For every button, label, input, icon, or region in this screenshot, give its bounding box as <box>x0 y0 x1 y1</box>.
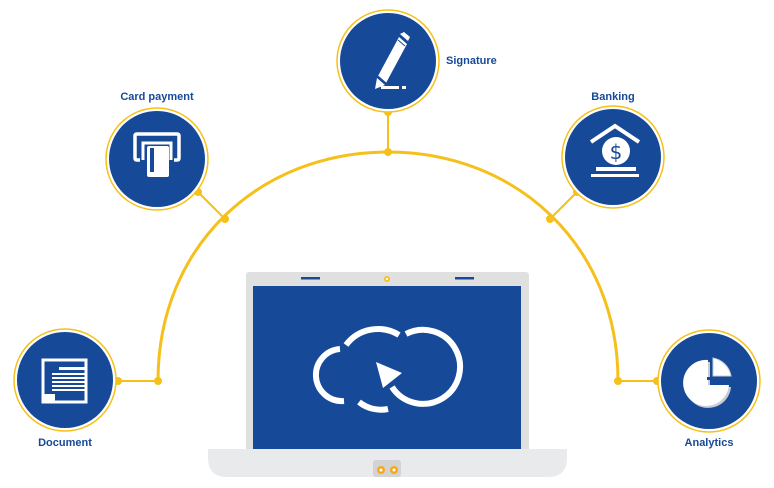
cloud-sync-icon <box>313 326 464 413</box>
connector-card-payment <box>197 191 226 220</box>
connector-dot <box>546 215 554 223</box>
connector-dot <box>614 377 622 385</box>
node-card-payment[interactable]: Card payment <box>105 91 209 211</box>
speaker-left <box>301 277 320 280</box>
node-banking[interactable]: $ Banking <box>561 91 665 209</box>
port-light <box>392 468 396 472</box>
connector-dot <box>154 377 162 385</box>
node-label: Card payment <box>120 91 194 103</box>
webcam-lens <box>385 277 389 281</box>
node-label: Signature <box>446 55 497 67</box>
bank-dollar-icon: $ <box>589 123 641 177</box>
svg-text:$: $ <box>610 140 623 164</box>
node-label: Analytics <box>685 437 734 449</box>
pencil-icon <box>375 32 410 89</box>
node-label: Banking <box>591 91 634 103</box>
connector-banking <box>549 191 578 220</box>
port-light <box>379 468 383 472</box>
sync-arrow-head <box>376 362 402 388</box>
node-document[interactable]: Document <box>13 328 117 449</box>
laptop <box>208 272 567 477</box>
speaker-right <box>455 277 474 280</box>
connector-dot <box>221 215 229 223</box>
document-icon <box>41 358 88 404</box>
pie-chart-icon <box>683 357 732 408</box>
connector-dot <box>384 148 392 156</box>
node-label: Document <box>38 437 92 449</box>
node-signature[interactable]: Signature <box>336 9 497 113</box>
card-slot-icon <box>133 132 181 177</box>
node-analytics[interactable]: Analytics <box>657 329 761 449</box>
